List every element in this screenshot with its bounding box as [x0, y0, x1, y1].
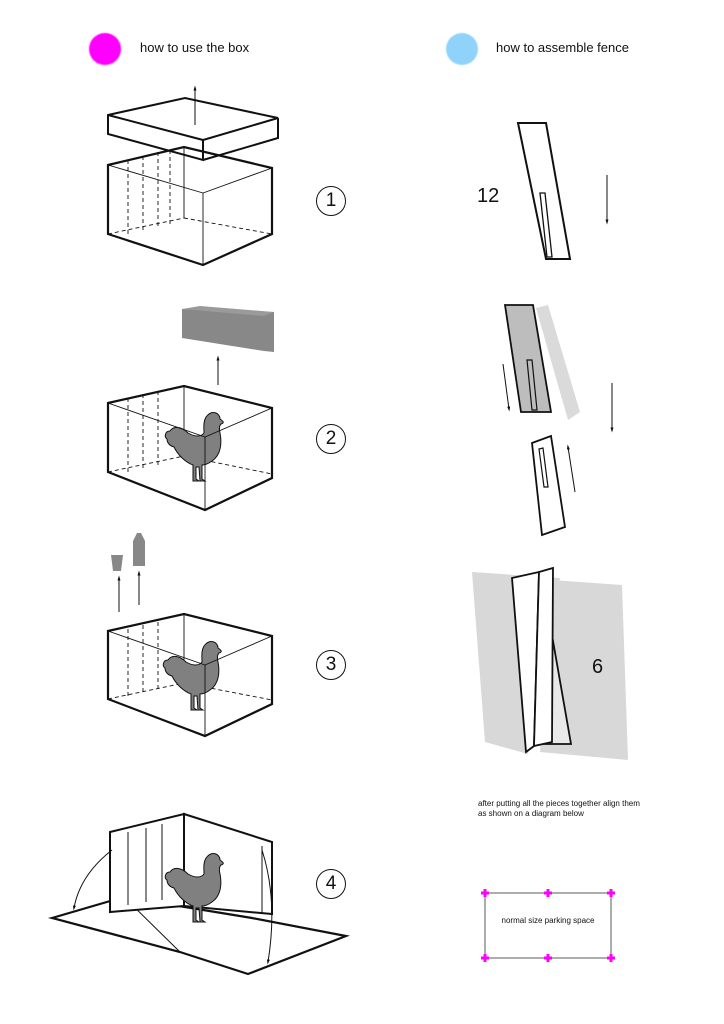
step-2-badge: 2	[316, 424, 346, 454]
lid	[107, 96, 279, 162]
step3-box	[106, 533, 274, 738]
legend-assemble-label: how to assemble fence	[496, 40, 629, 55]
step4-unfolded-box	[47, 812, 350, 976]
fence-panel-single	[516, 122, 609, 260]
fold-arrow-left	[72, 849, 113, 911]
bottle-icon	[133, 533, 145, 566]
parking-space-label: normal size parking space	[501, 916, 595, 925]
step2-box	[106, 306, 274, 512]
alignment-note: after putting all the pieces together al…	[478, 799, 640, 818]
magenta-legend-dot	[89, 33, 121, 65]
fence-assembled	[472, 566, 628, 760]
step-1-badge: 1	[316, 186, 346, 216]
step-4-badge: 4	[316, 869, 346, 899]
step-3-badge: 3	[316, 650, 346, 680]
blue-legend-dot	[446, 33, 478, 65]
fold-arrow-right	[261, 849, 273, 965]
legend-use-label: how to use the box	[140, 40, 250, 55]
step1-box	[106, 85, 279, 267]
cup-icon	[111, 555, 123, 571]
fence-panels-slotting	[502, 304, 614, 537]
fence-count-12: 12	[477, 185, 500, 207]
parking-space	[481, 889, 615, 962]
removed-block	[182, 309, 274, 352]
fence-count-6: 6	[592, 656, 604, 678]
